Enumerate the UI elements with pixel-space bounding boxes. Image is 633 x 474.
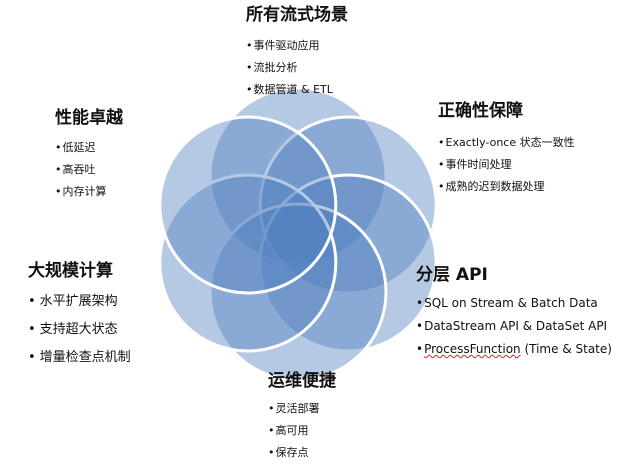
list-item: SQL on Stream & Batch Data bbox=[416, 292, 612, 315]
block-easy-operations: 运维便捷 灵活部署 高可用 保存点 bbox=[268, 370, 336, 464]
list-item: 支持超大状态 bbox=[28, 316, 131, 344]
block-title: 所有流式场景 bbox=[246, 5, 348, 25]
circle-bottom bbox=[208, 202, 388, 382]
block-performance: 性能卓越 低延迟 高吞吐 内存计算 bbox=[55, 107, 123, 203]
list-item: 事件驱动应用 bbox=[246, 35, 348, 57]
block-large-scale-computing: 大规模计算 水平扩展架构 支持超大状态 增量检查点机制 bbox=[28, 260, 131, 372]
process-function-text: ProcessFunction bbox=[424, 342, 521, 356]
list-item: 保存点 bbox=[268, 442, 336, 464]
list-item: 高可用 bbox=[268, 420, 336, 442]
list-item: 高吞吐 bbox=[55, 159, 123, 181]
venn-circles bbox=[158, 86, 438, 382]
list-item: Exactly-once 状态一致性 bbox=[438, 132, 575, 154]
list-item: 水平扩展架构 bbox=[28, 288, 131, 316]
circle-top-left bbox=[158, 115, 338, 295]
block-title: 性能卓越 bbox=[55, 108, 123, 128]
block-title: 分层 API bbox=[416, 265, 488, 285]
circle-top-right bbox=[258, 115, 438, 295]
time-state-text: (Time & State) bbox=[520, 342, 612, 356]
block-title: 运维便捷 bbox=[268, 371, 336, 391]
list-item: ProcessFunction (Time & State) bbox=[416, 338, 612, 361]
list-item: 灵活部署 bbox=[268, 398, 336, 420]
list-item: 成熟的迟到数据处理 bbox=[438, 176, 575, 198]
list-item: 事件时间处理 bbox=[438, 154, 575, 176]
list-item: DataStream API & DataSet API bbox=[416, 315, 612, 338]
list-item: 流批分析 bbox=[246, 57, 348, 79]
block-correctness: 正确性保障 Exactly-once 状态一致性 事件时间处理 成熟的迟到数据处… bbox=[438, 100, 575, 198]
circle-bottom-right bbox=[258, 173, 438, 353]
list-item: 增量检查点机制 bbox=[28, 344, 131, 372]
block-title: 大规模计算 bbox=[28, 261, 113, 281]
block-layered-api: 分层 API SQL on Stream & Batch Data DataSt… bbox=[416, 264, 612, 361]
list-item: 低延迟 bbox=[55, 137, 123, 159]
list-item: 数据管道 & ETL bbox=[246, 79, 348, 101]
list-item: 内存计算 bbox=[55, 181, 123, 203]
block-all-streaming-scenarios: 所有流式场景 事件驱动应用 流批分析 数据管道 & ETL bbox=[246, 4, 348, 101]
block-title: 正确性保障 bbox=[438, 101, 523, 121]
circle-bottom-left bbox=[158, 173, 338, 353]
